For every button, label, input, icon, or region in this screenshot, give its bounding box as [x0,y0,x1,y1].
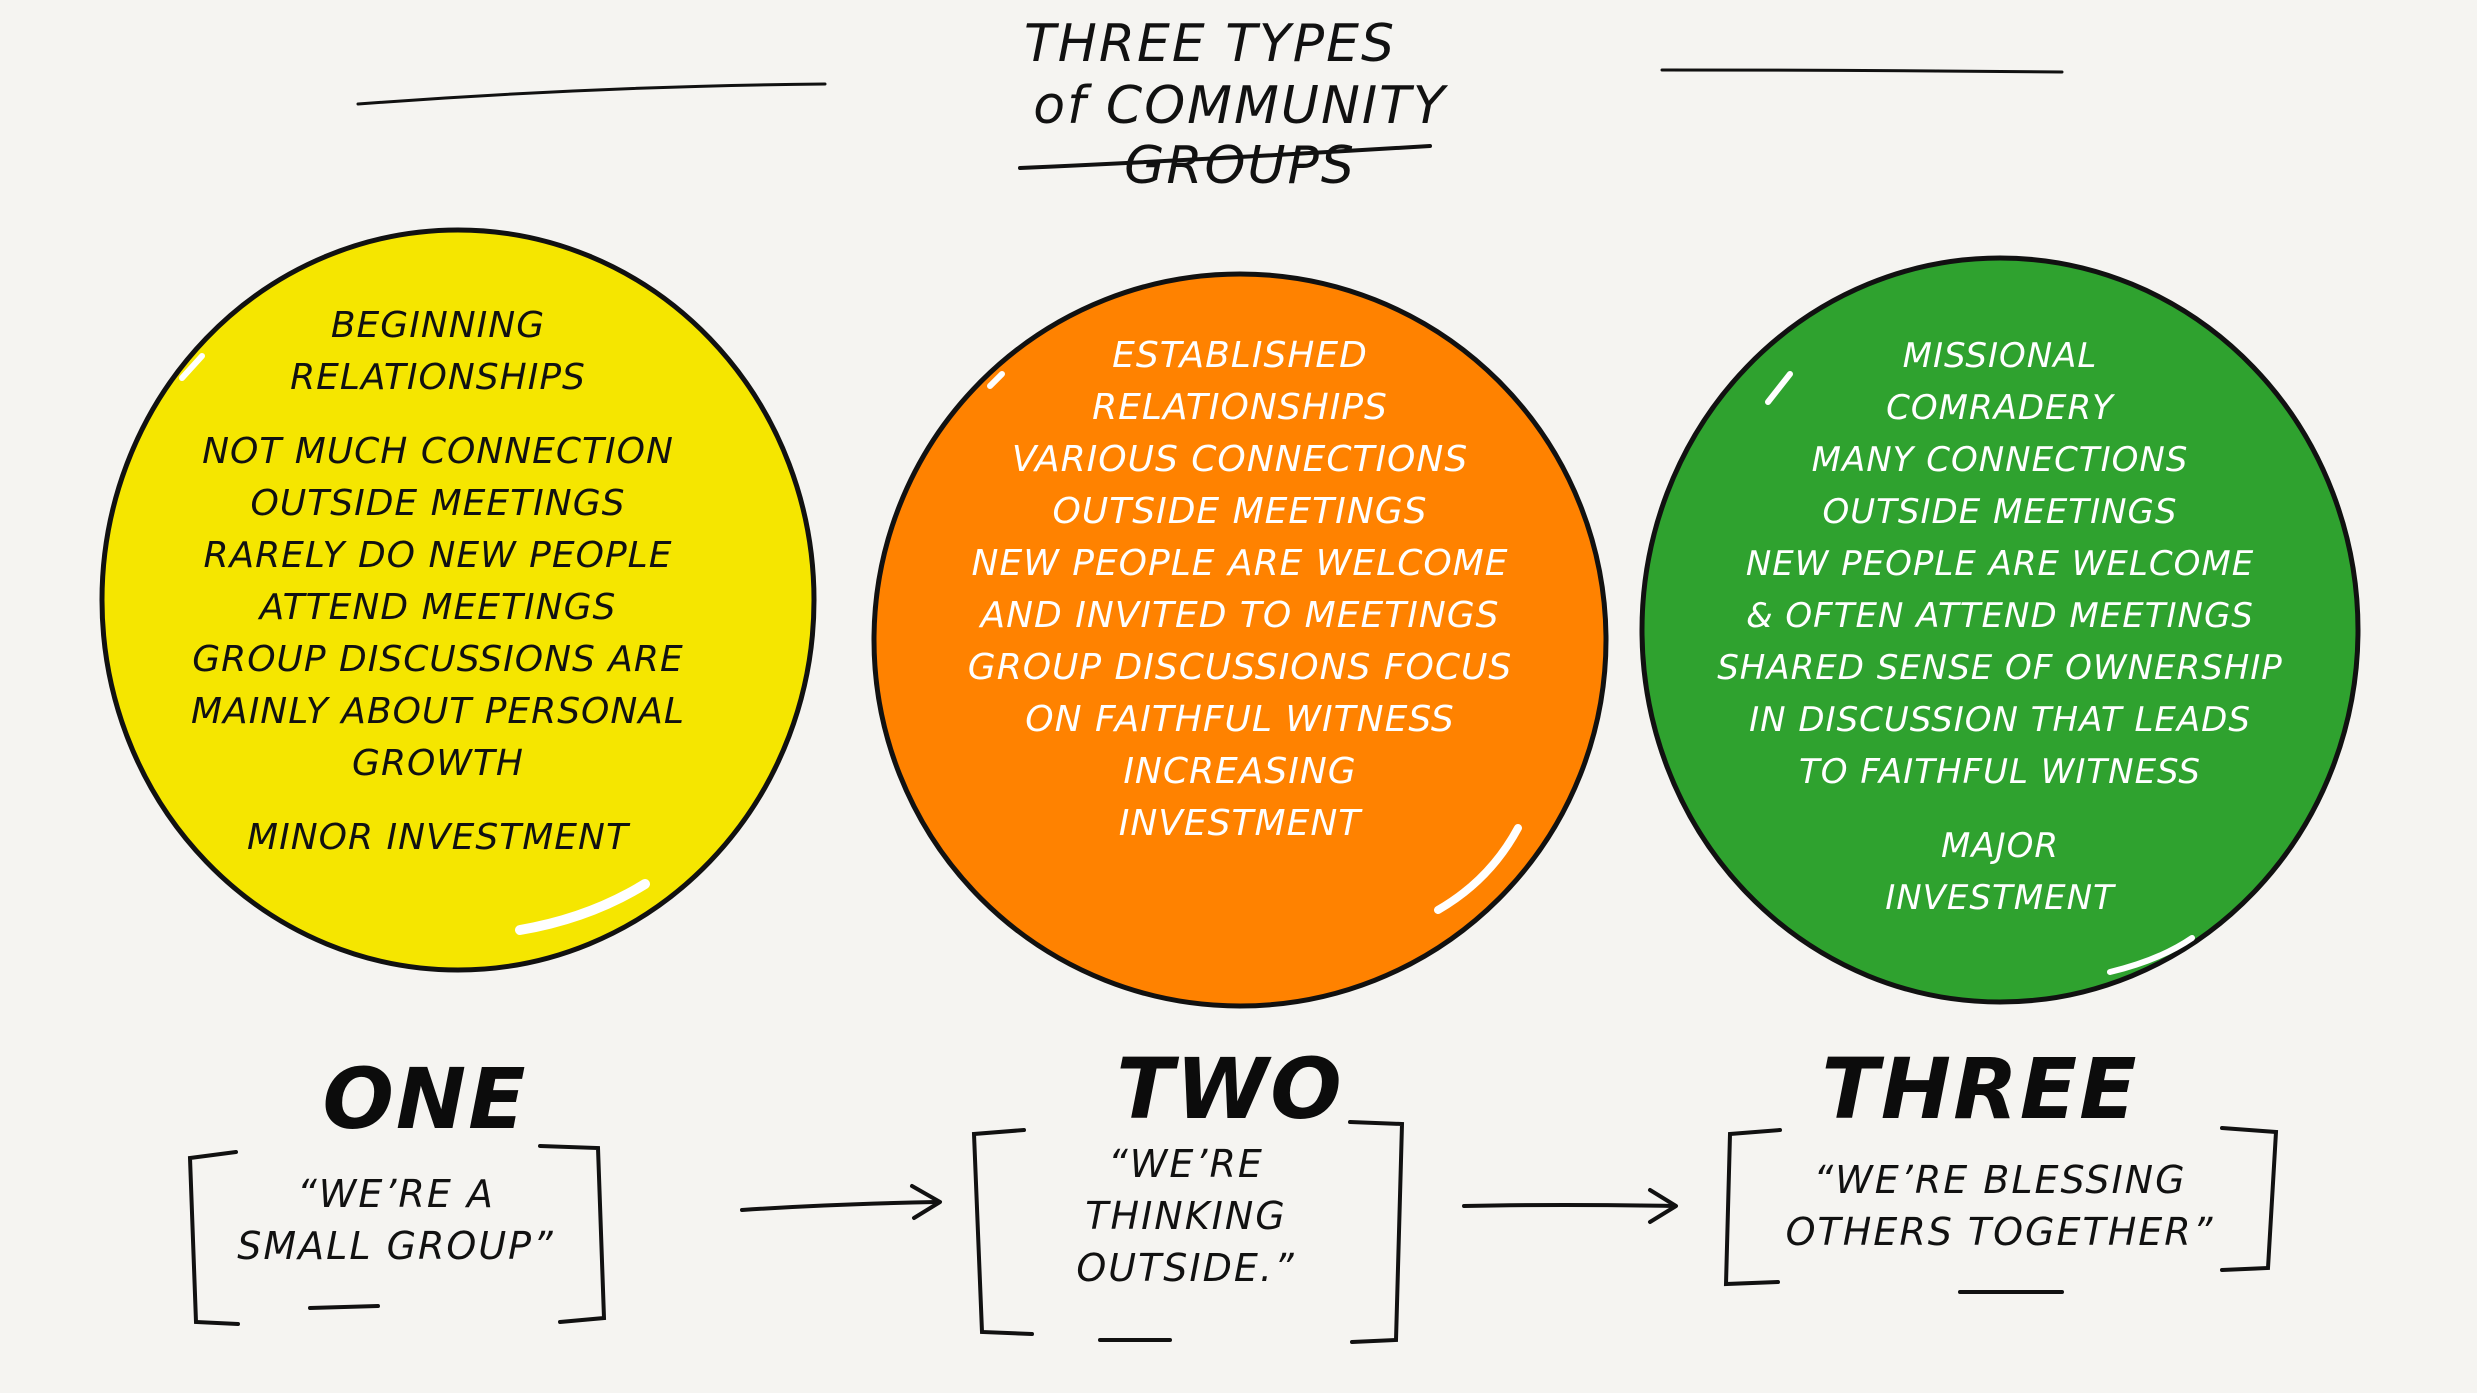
circle-text-line: RELATIONSHIPS [1092,387,1388,428]
quote-three: “WE’RE BLESSING OTHERS TOGETHER” [1740,1154,2260,1258]
title-line-2: of COMMUNITY GROUPS [1033,76,1447,196]
title-underline [1018,144,1432,170]
quote-one: “WE’RE A SMALL GROUP” [196,1168,596,1272]
quote-line: “WE’RE A [297,1172,495,1216]
circle-text-line: ATTEND MEETINGS [259,587,617,628]
circle-text-line: MAJOR [1940,826,2059,866]
quote-two: “WE’RE THINKING OUTSIDE.” [986,1138,1386,1294]
arrow-one-to-two [740,1184,942,1220]
circle-text-line: RELATIONSHIPS [290,357,586,398]
highlight-one-bottom [515,879,650,935]
circle-text-gap [1660,798,2340,820]
quote-line: “WE’RE [1108,1142,1264,1186]
circle-two-text: ESTABLISHED RELATIONSHIPS VARIOUS CONNECTI… [890,330,1590,850]
quote-line: OTHERS TOGETHER” [1785,1210,2215,1254]
circle-text-line: MISSIONAL [1902,336,2098,376]
circle-text-line: VARIOUS CONNECTIONS [1011,439,1469,480]
circle-text-line: ON FAITHFUL WITNESS [1025,699,1455,740]
circle-text-line: OUTSIDE MEETINGS [1052,491,1428,532]
quote-box-three [1723,1126,2279,1287]
circle-text-line: MAINLY ABOUT PERSONAL [191,691,685,732]
circle-text-line: RARELY DO NEW PEOPLE [203,535,673,576]
circle-text-line: MINOR INVESTMENT [247,817,629,858]
quote-line: OUTSIDE.” [1076,1246,1296,1290]
title-rule-left [356,82,827,106]
circle-text-line: GROUP DISCUSSIONS FOCUS [967,647,1513,688]
circle-text-line: NEW PEOPLE ARE WELCOME [1745,544,2255,584]
circle-text-line: INCREASING [1123,751,1357,792]
highlight-three-top [1765,371,1793,405]
circle-text-line: GROUP DISCUSSIONS ARE [192,639,684,680]
label-one: ONE [322,1050,528,1148]
circle-text-line: ESTABLISHED [1112,335,1368,376]
circle-text-line: GROWTH [352,743,524,784]
circle-text-line: OUTSIDE MEETINGS [1822,492,2178,532]
label-three: THREE [1821,1040,2139,1138]
circle-one [99,227,817,973]
quote-box-one-underline [308,1304,380,1310]
circle-text-line: MANY CONNECTIONS [1811,440,2189,480]
circle-text-line: & OFTEN ATTEND MEETINGS [1746,596,2254,636]
circle-text-line: BEGINNING [330,305,546,346]
circle-text-line: TO FAITHFUL WITNESS [1799,752,2201,792]
circle-three [1639,255,2361,1005]
circle-three-text: MISSIONAL COMRADERY MANY CONNECTIONS OUTSID… [1660,330,2340,924]
quote-box-two [971,1120,1405,1344]
circle-text-line: AND INVITED TO MEETINGS [980,595,1500,636]
arrow-two-to-three [1462,1188,1678,1224]
circle-text-gap [118,404,758,426]
quote-line: “WE’RE BLESSING [1813,1158,2187,1202]
quote-line: THINKING [1085,1194,1287,1238]
circle-text-line: SHARED SENSE OF OWNERSHIP [1717,648,2283,688]
circle-one-text: BEGINNING RELATIONSHIPS NOT MUCH CONNECTIO… [118,300,758,864]
circle-text-line: NEW PEOPLE ARE WELCOME [971,543,1509,584]
circle-text-line: INVESTMENT [1885,878,2115,918]
quote-line: SMALL GROUP” [237,1224,555,1268]
circle-text-line: OUTSIDE MEETINGS [250,483,626,524]
highlight-two-top [987,371,1005,389]
label-two: TWO [1116,1040,1344,1138]
circle-two [871,271,1609,1009]
title-line-1: THREE TYPES [1024,14,1396,74]
highlight-one-top [179,353,205,381]
quote-box-one [187,1144,607,1326]
circle-text-line: IN DISCUSSION THAT LEADS [1749,700,2251,740]
highlight-two-bottom [1434,824,1522,914]
circle-text-line: NOT MUCH CONNECTION [202,431,674,472]
title-rule-right [1660,68,2064,74]
circle-text-gap [118,790,758,812]
highlight-three-bottom [2107,935,2195,975]
circle-text-line: COMRADERY [1886,388,2114,428]
circle-text-line: INVESTMENT [1118,803,1362,844]
